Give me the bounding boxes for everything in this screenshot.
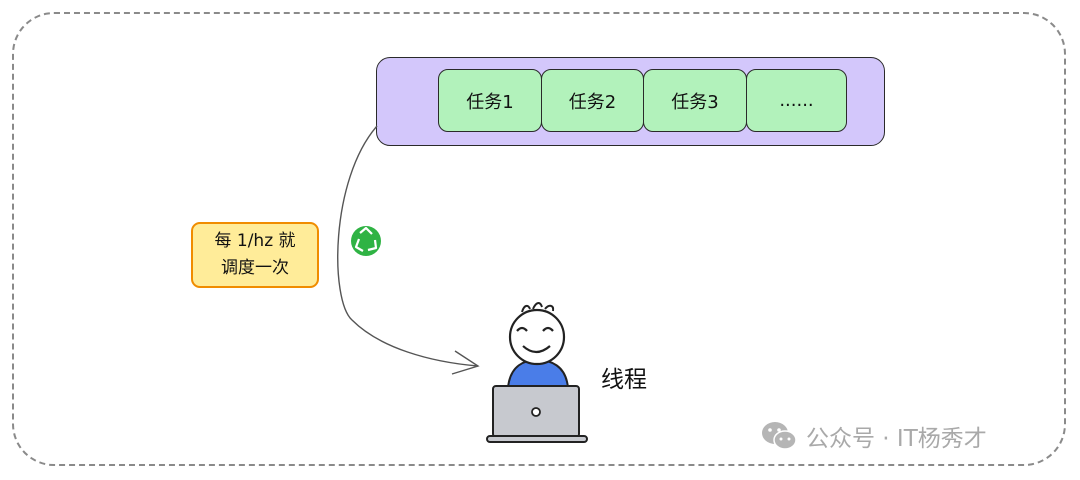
task-3: 任务3 (643, 69, 747, 132)
schedule-note: 每 1/hz 就 调度一次 (191, 222, 319, 288)
task-2-label: 任务2 (568, 91, 617, 113)
watermark: 公众号 · IT杨秀才 (760, 416, 987, 456)
person-at-laptop-icon (486, 302, 588, 443)
recycle-icon (351, 226, 381, 256)
task-2: 任务2 (541, 69, 644, 132)
schedule-note-line-1: 每 1/hz 就 (214, 231, 296, 251)
task-more: ...... (746, 69, 847, 132)
schedule-arrow (337, 125, 479, 367)
thread-label: 线程 (601, 367, 647, 393)
task-more-label: ...... (779, 90, 814, 111)
task-1-label: 任务1 (466, 91, 514, 113)
schedule-arrow-head (451, 350, 480, 375)
dashed-frame (12, 12, 1066, 466)
watermark-text: 公众号 · IT杨秀才 (806, 426, 987, 452)
wechat-icon (762, 422, 797, 450)
task-3-label: 任务3 (671, 91, 719, 113)
schedule-note-line-2: 调度一次 (221, 258, 289, 278)
task-1: 任务1 (438, 69, 542, 132)
